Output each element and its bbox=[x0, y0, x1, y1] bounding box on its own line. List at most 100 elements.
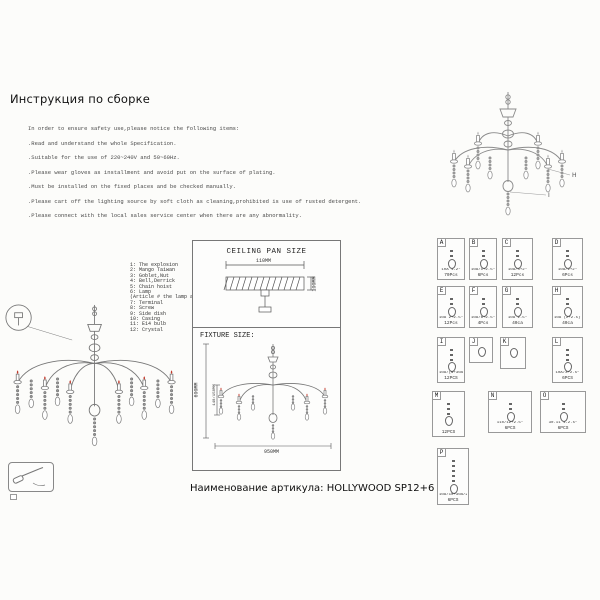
part-spec: 10A/3+2.5" bbox=[555, 371, 580, 375]
tool-hint-box bbox=[8, 462, 54, 492]
part-qty: 4Pcs bbox=[477, 320, 489, 326]
part-letter: L bbox=[552, 337, 561, 346]
part-spec: 110/12+2.5" bbox=[496, 421, 524, 425]
part-spec: 10A/6+2.5" bbox=[471, 316, 495, 320]
part-box-m: M 12PCS bbox=[432, 391, 465, 437]
ceiling-pan-drawing bbox=[223, 261, 315, 313]
dim-label-600: 600MM bbox=[193, 382, 200, 398]
part-letter: M bbox=[432, 391, 441, 400]
part-box-b: B 10A/1+2.5" 6Pcs bbox=[469, 238, 497, 280]
assembly-tool-icon bbox=[12, 467, 46, 487]
part-spec: 10A/1+2.5" bbox=[471, 268, 495, 272]
bead-strand-icon bbox=[447, 298, 456, 317]
parts-list-item: 7: Terminal bbox=[130, 299, 164, 306]
part-spec: 10A (2+2.5)" bbox=[554, 316, 581, 320]
part-qty: 40ca bbox=[512, 320, 523, 326]
parts-list-item: 1: The explosion bbox=[130, 262, 179, 268]
part-qty: 6PCS bbox=[447, 497, 459, 503]
parts-list: 1: The explosion 2: Mango Taiwan 3: Gobl… bbox=[130, 262, 210, 333]
dim-label-140-150: 140/150MM bbox=[212, 384, 217, 406]
parts-list-item: 9: Side dish bbox=[130, 310, 167, 317]
part-letter: P bbox=[437, 448, 446, 457]
bead-strand-icon bbox=[445, 403, 453, 426]
part-box-g: G 10A 2.5" 40ca bbox=[502, 286, 533, 328]
part-spec: 10A 2.5" bbox=[507, 316, 528, 320]
part-letter: C bbox=[502, 238, 511, 247]
ceiling-pan-size-title: CEILING PAN SIZE bbox=[226, 248, 307, 256]
part-spec: 10A/10+30A/2.5" bbox=[439, 493, 467, 497]
part-spec: 10A 1-2" bbox=[441, 268, 461, 272]
safety-line: .Suitable for the use of 220~240V and 50… bbox=[28, 154, 180, 161]
part-letter: B bbox=[469, 238, 478, 247]
part-spec: 30.11 1-2.5" bbox=[548, 421, 578, 425]
part-spec: 10A/(9+30A) bbox=[439, 371, 463, 375]
safety-instructions: In order to ensure safety use,please not… bbox=[28, 122, 362, 224]
part-letter: G bbox=[502, 286, 511, 295]
part-box-n: N 110/12+2.5" 6PCS bbox=[488, 391, 532, 433]
top-chandelier-illustration: H I bbox=[449, 92, 577, 216]
bead-strand-icon bbox=[479, 298, 488, 317]
dim-label-110: 110MM bbox=[256, 258, 272, 264]
bead-strand-icon bbox=[447, 250, 456, 269]
part-box-j: J bbox=[469, 337, 493, 363]
part-letter: F bbox=[469, 286, 478, 295]
part-box-a: A 10A 1-2" 70Pcs bbox=[437, 238, 465, 280]
bead-strand-icon bbox=[479, 250, 488, 269]
page-mark bbox=[10, 494, 17, 500]
part-spec: 10A 2+2.5" bbox=[439, 316, 463, 320]
part-qty: 6Pcs bbox=[562, 272, 573, 278]
part-letter: D bbox=[552, 238, 561, 247]
part-box-e: E 10A 2+2.5" 12Pcs bbox=[437, 286, 465, 328]
part-qty: 40ca bbox=[562, 320, 573, 326]
fixture-drawing bbox=[203, 343, 332, 449]
bead-strand-icon bbox=[559, 403, 568, 422]
part-box-l: L 10A/3+2.5" 6PCS bbox=[552, 337, 583, 383]
part-letter: E bbox=[437, 286, 446, 295]
part-qty: 6PCS bbox=[562, 375, 573, 381]
part-box-k: K bbox=[500, 337, 526, 369]
part-qty: 12PCS bbox=[441, 429, 456, 435]
part-letter: I bbox=[437, 337, 446, 346]
part-letter: N bbox=[488, 391, 497, 400]
part-letter: K bbox=[500, 337, 509, 346]
part-spec: 10A/2+2" bbox=[557, 268, 578, 272]
article-caption: Наименование артикула: HOLLYWOOD SP12+6 bbox=[190, 483, 435, 494]
bead-strand-icon bbox=[514, 298, 522, 317]
safety-line: .Please cart off the lighting source by … bbox=[28, 197, 362, 205]
part-qty: 6PCS bbox=[557, 425, 569, 431]
bead-strand-icon bbox=[564, 298, 572, 317]
safety-line: .Must be installed on the fixed places a… bbox=[28, 183, 236, 190]
callout-label-i: I bbox=[548, 192, 550, 199]
part-box-o: O 30.11 1-2.5" 6PCS bbox=[540, 391, 586, 433]
parts-list-item: 5: Chain hoist bbox=[130, 283, 173, 290]
part-qty: 6Pcs bbox=[477, 272, 489, 278]
parts-list-item: 12: Crystal bbox=[130, 326, 164, 333]
panel-divider bbox=[193, 327, 340, 328]
assembly-diagram bbox=[5, 304, 176, 447]
size-panel: CEILING PAN SIZE 110MM 100MM FIXTURE SIZ… bbox=[192, 240, 341, 471]
bead-strand-icon bbox=[514, 250, 522, 269]
parts-list-item: 2: Mango Taiwan bbox=[130, 267, 176, 274]
part-qty: 6PCS bbox=[504, 425, 516, 431]
bead-strand-icon bbox=[447, 349, 456, 372]
parts-list-item: (Article # the lamp arm) bbox=[130, 294, 203, 301]
part-box-h: H 10A (2+2.5)" 40ca bbox=[552, 286, 583, 328]
dim-label-100: 100MM bbox=[311, 276, 318, 292]
parts-list-item: 8: Screw bbox=[130, 305, 155, 312]
part-qty: 12PCS bbox=[444, 375, 458, 381]
part-letter: J bbox=[469, 337, 478, 346]
part-letter: O bbox=[540, 391, 549, 400]
bead-strand-icon bbox=[564, 250, 572, 269]
part-qty: 12Pcs bbox=[444, 320, 458, 326]
parts-list-item: 11: E14 bulb bbox=[130, 321, 167, 328]
part-letter: A bbox=[437, 238, 446, 247]
dim-label-950: 950MM bbox=[264, 449, 280, 455]
safety-line: .Read and understand the whole Specifica… bbox=[28, 139, 177, 147]
part-qty: 70Pcs bbox=[444, 272, 458, 278]
part-qty: 12Pcs bbox=[510, 272, 525, 278]
part-box-i: I 10A/(9+30A) 12PCS bbox=[437, 337, 465, 383]
fixture-size-title: FIXTURE SIZE: bbox=[200, 332, 255, 340]
part-spec: 10A/5+2" bbox=[507, 268, 528, 272]
parts-list-item: 4: Bell,Derrick bbox=[130, 278, 176, 285]
